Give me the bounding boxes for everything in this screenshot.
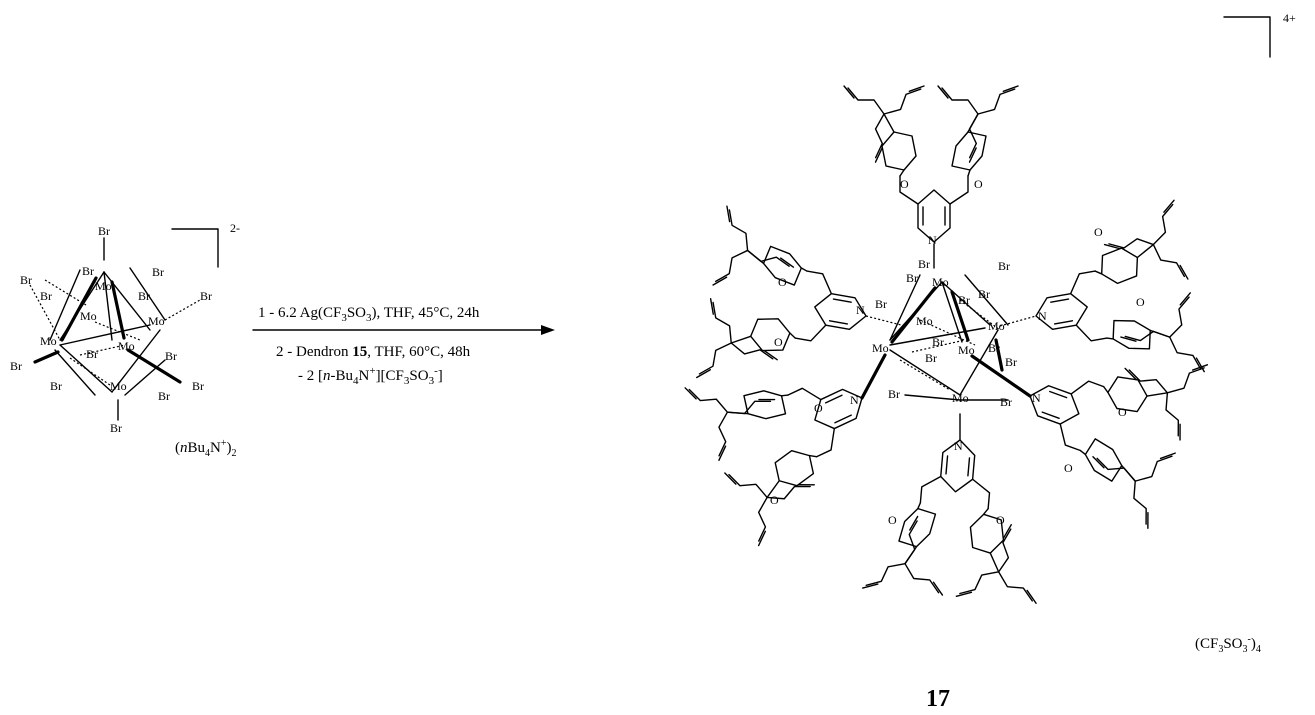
atom-br: Br (978, 287, 990, 301)
atom-o: O (1136, 295, 1145, 309)
atom-br: Br (50, 379, 62, 393)
atom-br: Br (192, 379, 204, 393)
atom-o: O (888, 513, 897, 527)
atom-mo: Mo (118, 339, 135, 353)
core-bonds (860, 243, 1037, 441)
product-complex: Br Br Mo Br Br Br Br Mo Mo Br Mo Mo Br B… (676, 11, 1296, 712)
atom-br: Br (158, 389, 170, 403)
product-charge-bracket (1223, 16, 1271, 58)
ether-o-atoms: O O O O O O O O O O O O (770, 177, 1145, 527)
atom-mo: Mo (916, 314, 933, 328)
condition-step-1: 1 - 6.2 Ag(CF3SO3), THF, 45°C, 24h (258, 305, 480, 324)
atom-br: Br (925, 351, 937, 365)
core-atoms: Br Br Mo Br Br Br Br Mo Mo Br Mo Mo Br B… (872, 257, 1017, 409)
atom-br: Br (932, 335, 944, 349)
atom-n: N (850, 393, 859, 407)
atom-mo: Mo (952, 391, 969, 405)
atom-n: N (1038, 309, 1047, 323)
atom-o: O (974, 177, 983, 191)
atom-br: Br (875, 297, 887, 311)
atom-br: Br (152, 265, 164, 279)
atom-o: O (900, 177, 909, 191)
reactant-counterion: (nBu4N+)2 (175, 438, 237, 459)
atom-br: Br (165, 349, 177, 363)
reactant-cluster: Br Br Br Mo Br Br Br Br Mo Mo Mo Br Mo B… (10, 221, 240, 459)
condition-step-2: 2 - Dendron 15, THF, 60°C, 48h (276, 344, 471, 360)
reactant-charge-bracket (171, 228, 219, 268)
atom-n: N (928, 233, 937, 247)
atom-o: O (814, 401, 823, 415)
atom-mo: Mo (95, 279, 112, 293)
atom-br: Br (138, 289, 150, 303)
atom-mo: Mo (872, 341, 889, 355)
reactant-atoms: Br Br Br Mo Br Br Br Br Mo Mo Mo Br Mo B… (10, 224, 212, 435)
atom-br: Br (110, 421, 122, 435)
atom-br: Br (998, 259, 1010, 273)
atom-br: Br (906, 271, 918, 285)
atom-n: N (856, 303, 865, 317)
atom-mo: Mo (958, 343, 975, 357)
reactant-charge: 2- (230, 221, 240, 235)
atom-mo: Mo (988, 319, 1005, 333)
product-counterion: (CF3SO3-)4 (1195, 634, 1261, 655)
atom-o: O (1118, 405, 1127, 419)
atom-br: Br (888, 387, 900, 401)
atom-br: Br (1005, 355, 1017, 369)
atom-mo: Mo (80, 309, 97, 323)
atom-o: O (1064, 461, 1073, 475)
atom-br: Br (958, 293, 970, 307)
atom-mo: Mo (932, 275, 949, 289)
atom-br: Br (20, 273, 32, 287)
atom-br: Br (86, 347, 98, 361)
product-compound-label: 17 (926, 686, 950, 712)
product-charge: 4+ (1283, 11, 1296, 25)
atom-br: Br (82, 264, 94, 278)
atom-o: O (778, 275, 787, 289)
pyridine-n-atoms: N N N N N N (850, 233, 1047, 453)
atom-br: Br (10, 359, 22, 373)
atom-br: Br (200, 289, 212, 303)
reaction-arrow (252, 325, 555, 335)
atom-br: Br (98, 224, 110, 238)
atom-mo: Mo (110, 379, 127, 393)
atom-n: N (1032, 391, 1041, 405)
atom-br: Br (988, 341, 1000, 355)
atom-o: O (1094, 225, 1103, 239)
atom-br: Br (1000, 395, 1012, 409)
atom-mo: Mo (148, 314, 165, 328)
atom-o: O (774, 335, 783, 349)
atom-br: Br (40, 289, 52, 303)
atom-br: Br (918, 257, 930, 271)
atom-o: O (996, 513, 1005, 527)
atom-mo: Mo (40, 334, 57, 348)
condition-step-3: - 2 [n-Bu4N+][CF3SO3-] (298, 365, 443, 387)
reactant-bonds (29, 237, 201, 421)
atom-n: N (954, 439, 963, 453)
atom-o: O (770, 493, 779, 507)
